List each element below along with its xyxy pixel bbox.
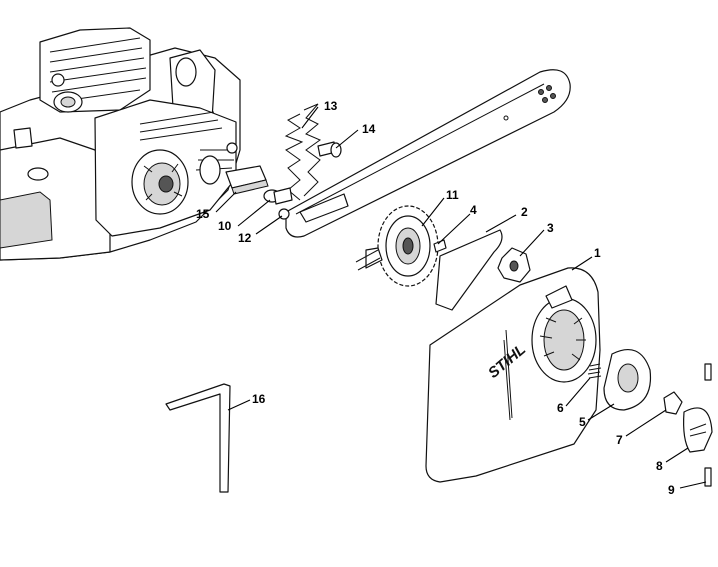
callouts: 1 2 3 4 5 6 7 8 9 10 11 12 13 14 15 16 (196, 99, 675, 497)
callout-14: 14 (362, 122, 376, 136)
callout-4: 4 (470, 203, 477, 217)
tensioner-gear (683, 407, 713, 453)
leader-lines (215, 106, 707, 489)
callout-1: 1 (594, 246, 601, 260)
allen-key (165, 383, 231, 493)
screw-14 (317, 141, 342, 158)
callout-16: 16 (252, 392, 266, 406)
chain-catcher-spring (284, 103, 322, 201)
collar-nut (497, 247, 531, 283)
adjuster-knob (663, 391, 683, 415)
guide-bar (285, 69, 571, 238)
callout-7: 7 (616, 433, 623, 447)
chain-guard-plate (435, 229, 503, 311)
callout-12: 12 (238, 231, 252, 245)
callout-8: 8 (656, 459, 663, 473)
callout-11: 11 (446, 188, 459, 202)
engine-housing (0, 27, 241, 261)
callout-5: 5 (579, 415, 586, 429)
callout-9: 9 (668, 483, 675, 497)
callout-6: 6 (557, 401, 564, 415)
screw-10 (263, 187, 293, 205)
callout-10: 10 (218, 219, 232, 233)
callout-3: 3 (547, 221, 554, 235)
spring (587, 363, 602, 379)
tensioner-slide (225, 165, 269, 195)
sprocket-cover: STIHL (425, 267, 601, 483)
pin (704, 363, 712, 487)
sprocket (355, 205, 439, 287)
callout-13: 13 (324, 99, 338, 113)
callout-2: 2 (521, 205, 528, 219)
callout-15: 15 (196, 207, 210, 221)
thrust-plate (603, 349, 652, 411)
